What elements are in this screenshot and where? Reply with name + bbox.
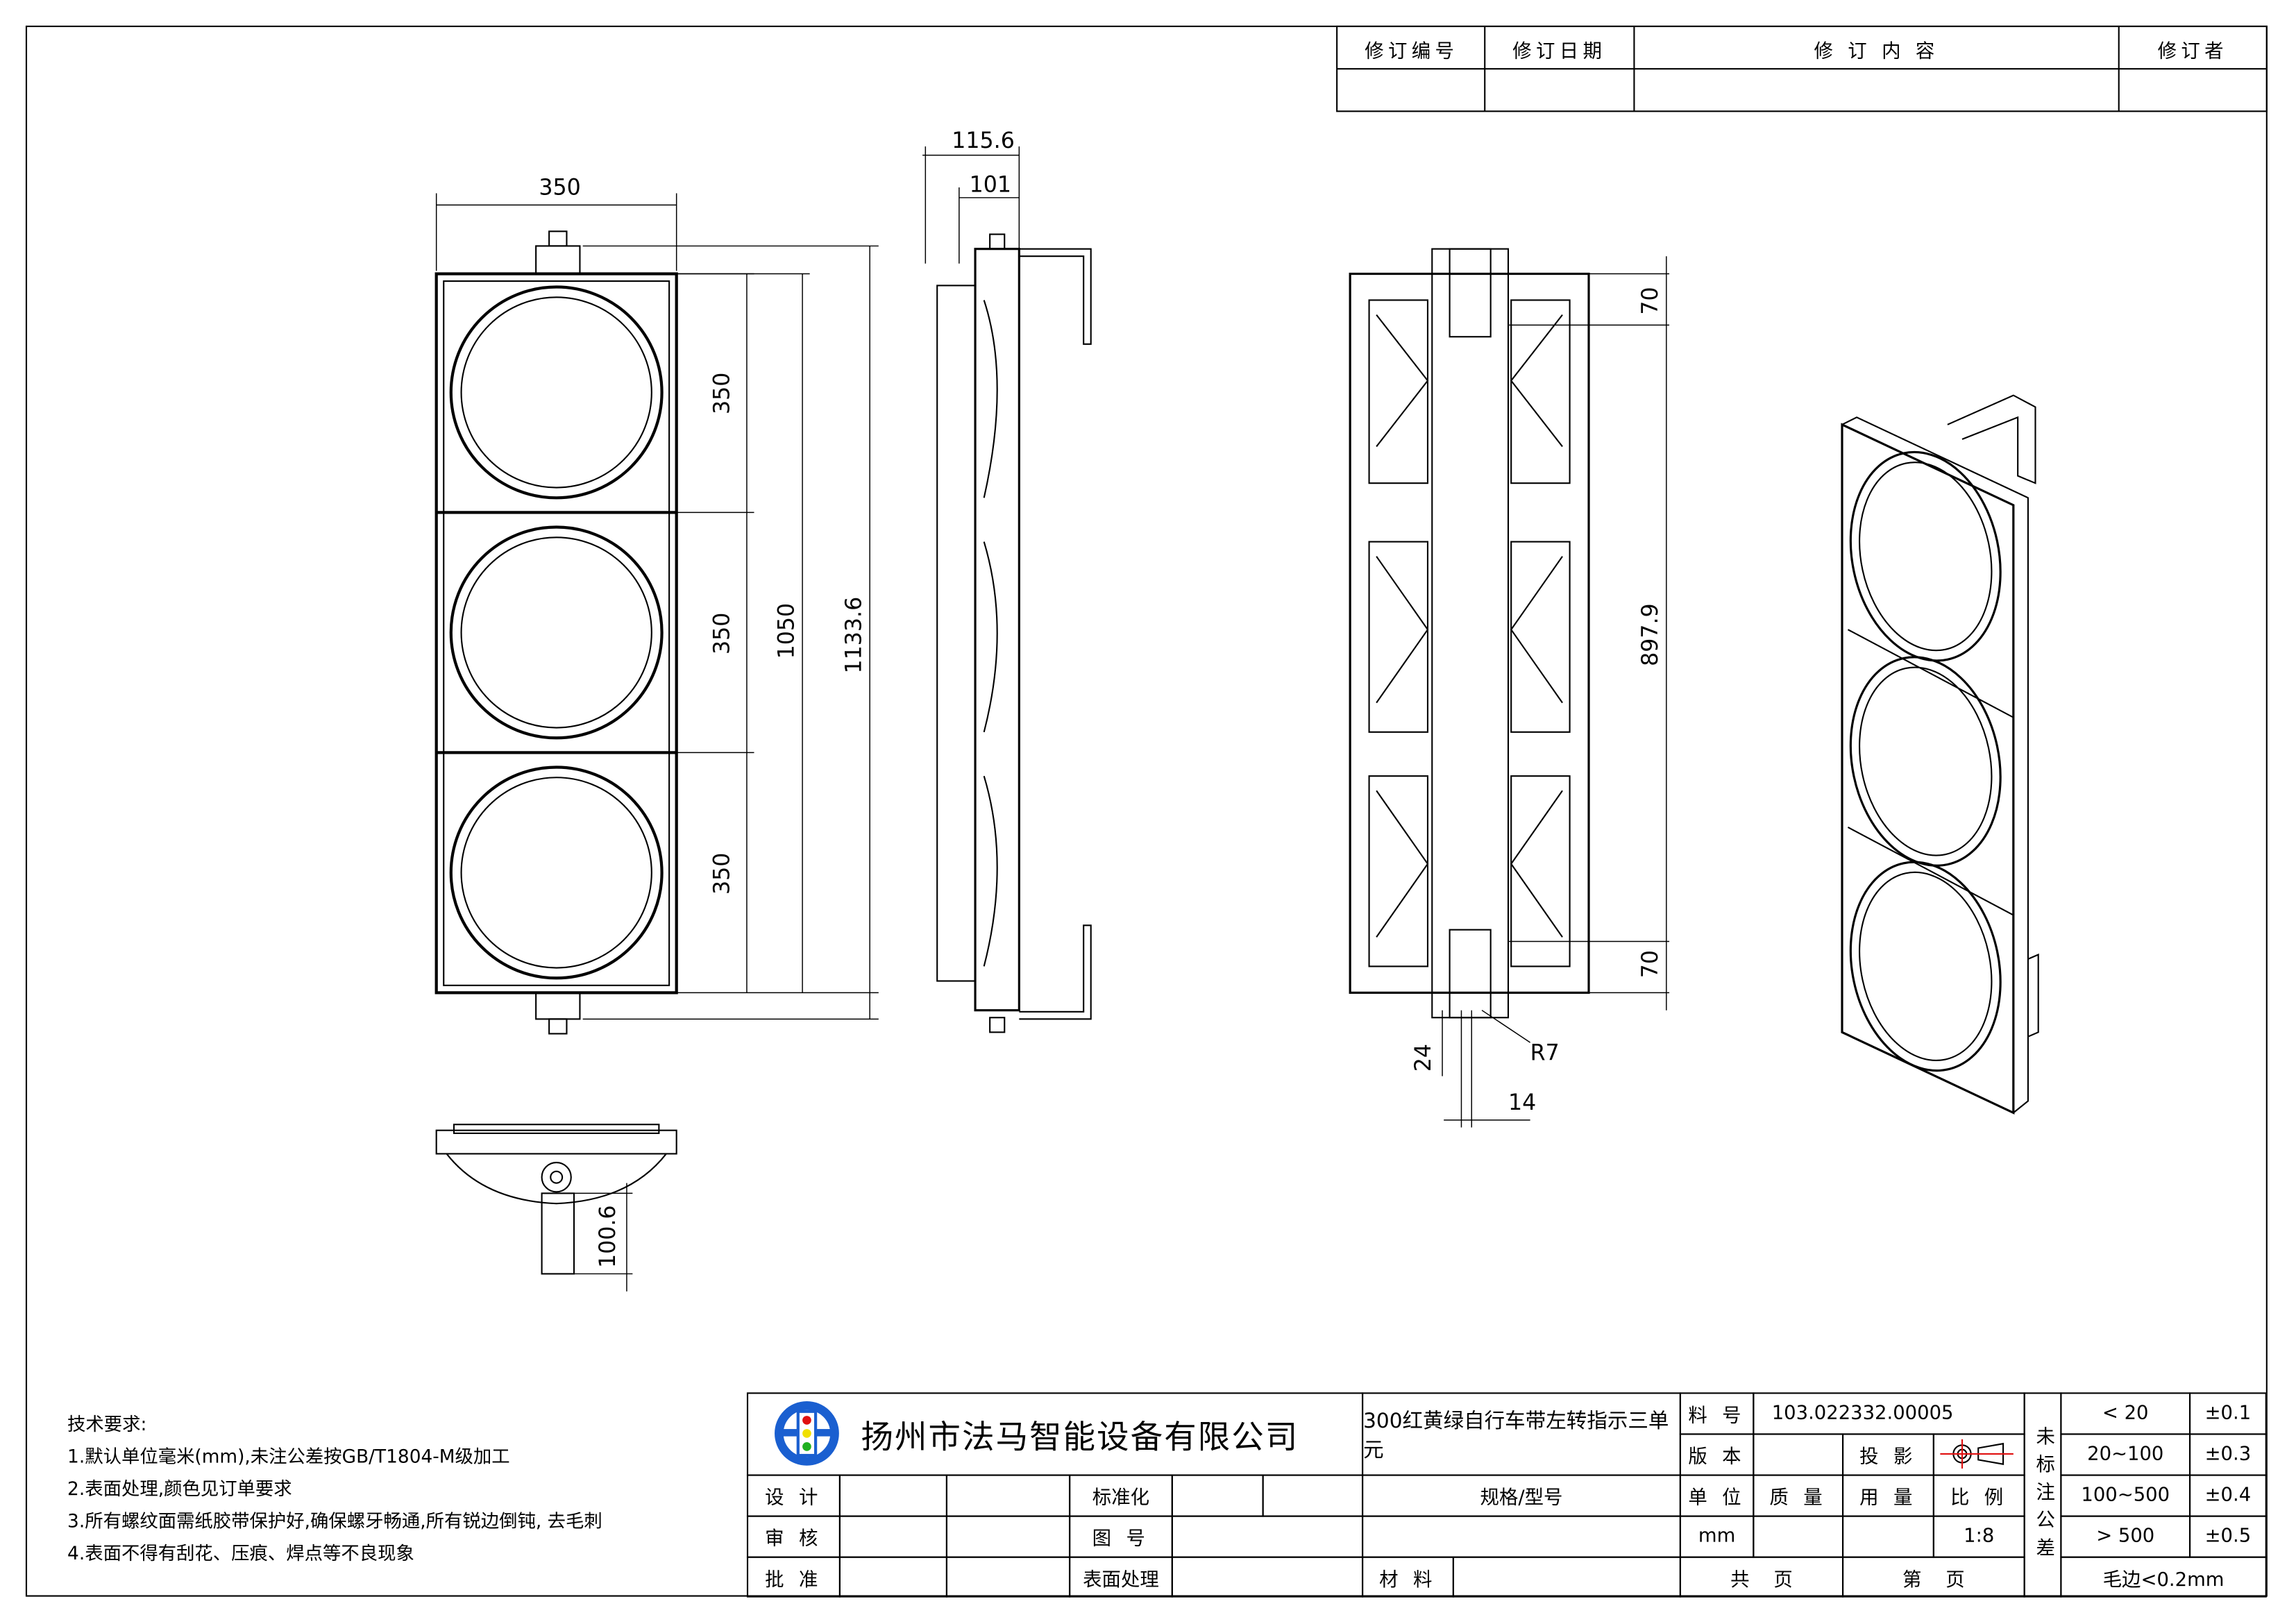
label-approve: 批 准	[746, 1556, 841, 1598]
tol-range: 100~500	[2060, 1474, 2191, 1517]
back-view	[1349, 248, 1670, 1128]
label-version: 版 本	[1679, 1433, 1755, 1476]
tol-value: ±0.4	[2189, 1474, 2267, 1517]
revision-table	[1336, 25, 2268, 112]
dimension-labels: 350 350 350 350 1050 1133.6 115.6 101 70…	[539, 128, 1663, 1268]
approve-value[interactable]	[838, 1556, 947, 1598]
rev-header-date: 修订日期	[1512, 40, 1607, 62]
dim-radius: R7	[1530, 1040, 1560, 1065]
label-projection: 投 影	[1842, 1433, 1934, 1476]
front-view	[434, 193, 879, 1035]
dim-side-total: 115.6	[952, 128, 1015, 153]
tol-range: < 20	[2060, 1392, 2191, 1435]
spec-model-value[interactable]	[1362, 1515, 1681, 1558]
technical-requirements: 技术要求: 1.默认单位毫米(mm),未注公差按GB/T1804-M级加工 2.…	[67, 1409, 602, 1570]
lens-bottom	[449, 766, 664, 980]
label-review: 审 核	[746, 1515, 841, 1558]
tol-value: ±0.1	[2189, 1392, 2267, 1435]
dim-slot-width: 14	[1508, 1090, 1536, 1115]
label-design: 设 计	[746, 1474, 841, 1517]
tol-value: ±0.3	[2189, 1433, 2267, 1476]
top-view	[435, 1124, 677, 1292]
total-pages: 共 页	[1679, 1556, 1844, 1598]
dim-bracket-length: 100.6	[596, 1205, 621, 1268]
part-no-value: 103.022332.00005	[1753, 1392, 2025, 1435]
label-drawing-no: 图 号	[1069, 1515, 1173, 1558]
product-name: 300红黄绿自行车带左转指示三单元	[1362, 1392, 1681, 1476]
quantity-value[interactable]	[1842, 1515, 1934, 1558]
dim-slot-height: 24	[1411, 1044, 1436, 1072]
tech-item: 2.表面处理,颜色见订单要求	[67, 1477, 292, 1500]
tech-title: 技术要求:	[67, 1412, 147, 1435]
label-standardize: 标准化	[1069, 1474, 1173, 1517]
tol-value: ±0.5	[2189, 1515, 2267, 1558]
tol-range: > 500	[2060, 1515, 2191, 1558]
scale-value: 1:8	[1932, 1515, 2025, 1558]
design-value[interactable]	[838, 1474, 947, 1517]
tech-item: 4.表面不得有刮花、压痕、焊点等不良现象	[67, 1541, 414, 1564]
dim-cell-1: 350	[710, 373, 735, 414]
company-name: 扬州市法马智能设备有限公司	[861, 1420, 1299, 1457]
dim-cell-2: 350	[710, 613, 735, 654]
dim-cell-3: 350	[710, 853, 735, 895]
review-date[interactable]	[945, 1515, 1071, 1558]
tech-item: 1.默认单位毫米(mm),未注公差按GB/T1804-M级加工	[67, 1445, 510, 1467]
review-value[interactable]	[838, 1515, 947, 1558]
burr-note: 毛边<0.2mm	[2060, 1556, 2267, 1598]
lens-top	[449, 285, 664, 500]
dim-body-height: 1050	[774, 603, 799, 659]
sheet-border	[25, 25, 2268, 1597]
standardize-value[interactable]	[1171, 1474, 1264, 1517]
dim-front-width: 350	[539, 176, 580, 201]
dim-back-bottom: 70	[1638, 950, 1663, 978]
standardize-date[interactable]	[1262, 1474, 1364, 1517]
mass-value[interactable]	[1753, 1515, 1844, 1558]
lens-middle	[449, 525, 664, 740]
version-value[interactable]	[1753, 1433, 1844, 1476]
approve-date[interactable]	[945, 1556, 1071, 1598]
rev-header-no: 修订编号	[1365, 40, 1459, 62]
label-scale: 比 例	[1932, 1474, 2025, 1517]
label-material: 材 料	[1362, 1556, 1454, 1598]
page-number: 第 页	[1842, 1556, 2025, 1598]
tech-item: 3.所有螺纹面需纸胶带保护好,确保螺牙畅通,所有锐边倒钝, 去毛刺	[67, 1509, 602, 1532]
rev-header-content: 修 订 内 容	[1814, 40, 1939, 62]
label-quantity: 用 量	[1842, 1474, 1934, 1517]
dim-back-top: 70	[1638, 287, 1663, 314]
tol-range: 20~100	[2060, 1433, 2191, 1476]
design-date[interactable]	[945, 1474, 1071, 1517]
label-mass: 质 量	[1753, 1474, 1844, 1517]
label-spec-model: 规格/型号	[1362, 1474, 1681, 1517]
company-logo	[775, 1401, 839, 1466]
label-part-no: 料 号	[1679, 1392, 1755, 1435]
side-view	[922, 146, 1092, 1033]
rev-header-reviser: 修订者	[2157, 40, 2228, 62]
dim-back-span: 897.9	[1638, 603, 1663, 666]
unit-value: mm	[1679, 1515, 1755, 1558]
label-tolerance: 未标注公差	[2023, 1392, 2062, 1598]
surface-value[interactable]	[1171, 1556, 1364, 1598]
dim-total-height: 1133.6	[842, 597, 867, 674]
projection-symbol-icon	[1940, 1439, 2014, 1469]
label-surface: 表面处理	[1069, 1556, 1173, 1598]
perspective-view	[1841, 394, 2039, 1115]
projection-cell	[1932, 1433, 2025, 1476]
drawing-no-value[interactable]	[1171, 1515, 1364, 1558]
dim-side-depth: 101	[970, 172, 1011, 197]
material-value[interactable]	[1452, 1556, 1681, 1598]
label-unit: 单 位	[1679, 1474, 1755, 1517]
